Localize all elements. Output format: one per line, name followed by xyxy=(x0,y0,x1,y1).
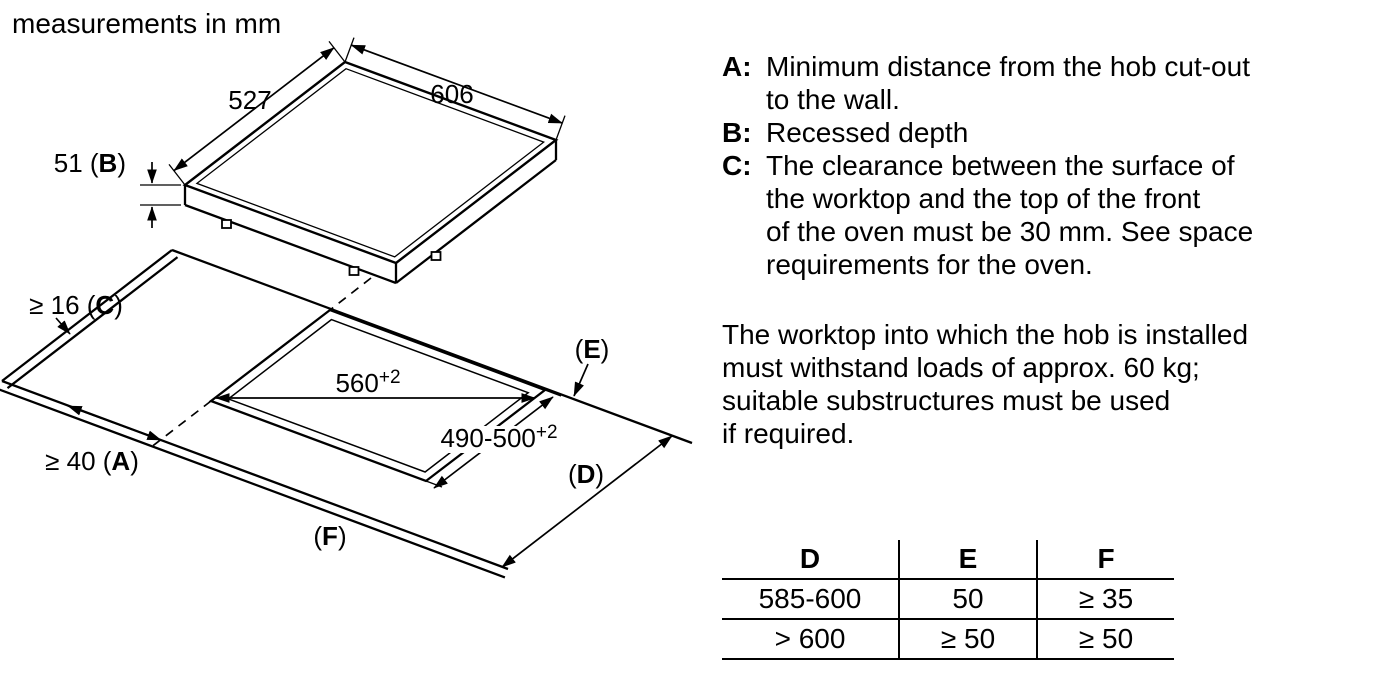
dimension-40-a: ≥ 40 (A) xyxy=(45,405,162,476)
dimension-51-b: 51 (B) xyxy=(54,148,181,228)
table-cell: > 600 xyxy=(722,619,899,660)
dimension-527: 527 xyxy=(168,41,346,186)
note-c-line: requirements for the oven. xyxy=(766,249,1093,280)
table-row: > 600 ≥ 50 ≥ 50 xyxy=(722,619,1174,660)
paragraph-line: suitable substructures must be used xyxy=(722,385,1171,416)
table-header-f: F xyxy=(1036,540,1174,580)
table-cell: ≥ 35 xyxy=(1036,579,1174,620)
worktop-load-paragraph: The worktop into which the hob is instal… xyxy=(722,318,1362,450)
legend-notes: A: Minimum distance from the hob cut-out… xyxy=(722,50,1332,281)
label-d-text: (D) xyxy=(568,459,604,489)
note-b-term: B: xyxy=(722,117,752,148)
dimension-606: 606 xyxy=(344,37,566,141)
label-f-text: (F) xyxy=(313,521,346,551)
dim-560-label: 560+2 xyxy=(335,367,400,398)
paragraph-line: The worktop into which the hob is instal… xyxy=(722,319,1249,350)
note-a: A: Minimum distance from the hob cut-out… xyxy=(722,50,1332,116)
note-c-term: C: xyxy=(722,150,752,181)
installation-diagram: 527 606 51 (B) ≥ 16 (C) ≥ 40 (A) 560+2 4… xyxy=(0,37,693,579)
note-c-line: the worktop and the top of the front xyxy=(766,183,1201,214)
dim-a-label: ≥ 40 (A) xyxy=(45,446,139,476)
label-d: (D) xyxy=(501,435,673,568)
hob-foot xyxy=(221,219,232,229)
dim-b-label: 51 (B) xyxy=(54,148,126,178)
dim-527-label: 527 xyxy=(228,85,271,115)
clearance-table: D E F 585-600 50 ≥ 35 > 600 ≥ 50 ≥ 50 xyxy=(722,540,1174,660)
note-a-term: A: xyxy=(722,51,752,82)
dim-c-label: ≥ 16 (C) xyxy=(29,290,123,320)
dimension-490-500: 490-500+2 xyxy=(421,389,577,489)
table-row: 585-600 50 ≥ 35 xyxy=(722,579,1174,620)
table-header-d: D xyxy=(722,540,899,580)
note-b: B: Recessed depth xyxy=(722,116,1332,149)
label-f: (F) xyxy=(313,521,346,551)
note-c: C: The clearance between the surface of … xyxy=(722,149,1332,281)
table-cell: 50 xyxy=(898,579,1037,620)
table-cell: ≥ 50 xyxy=(898,619,1037,660)
page-title: measurements in mm xyxy=(12,8,282,39)
dim-606-label: 606 xyxy=(430,79,473,109)
clearance-table-wrap: D E F 585-600 50 ≥ 35 > 600 ≥ 50 ≥ 50 xyxy=(722,540,1174,660)
note-b-line: Recessed depth xyxy=(766,117,969,148)
label-e-text: (E) xyxy=(575,334,610,364)
projection-dashed-line xyxy=(329,277,372,311)
projection-dashed-line xyxy=(147,400,212,451)
note-a-line: Minimum distance from the hob cut-out xyxy=(766,51,1250,82)
table-cell: ≥ 50 xyxy=(1036,619,1174,660)
paragraph-line: if required. xyxy=(722,418,855,449)
note-c-line: of the oven must be 30 mm. See space xyxy=(766,216,1254,247)
paragraph-line: must withstand loads of approx. 60 kg; xyxy=(722,352,1200,383)
note-c-line: The clearance between the surface of xyxy=(766,150,1235,181)
hob-foot xyxy=(430,251,442,261)
label-e: (E) xyxy=(573,334,610,397)
table-header-e: E xyxy=(898,540,1037,580)
dimension-16-c: ≥ 16 (C) xyxy=(29,290,123,335)
hob-foot xyxy=(348,266,360,276)
table-cell: 585-600 xyxy=(722,579,899,620)
note-a-line: to the wall. xyxy=(766,84,900,115)
